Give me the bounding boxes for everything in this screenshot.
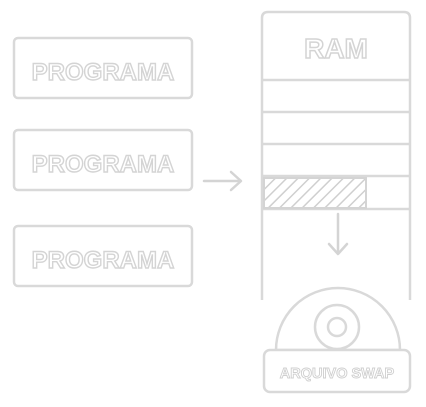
arrow-to-swap [327,212,349,256]
program-label-2: PROGRAMA [32,151,175,178]
program-box-2: PROGRAMA [12,128,194,192]
arrow-to-ram [202,170,243,192]
program-label-3: PROGRAMA [32,247,175,274]
program-box-1: PROGRAMA [12,36,194,100]
swap-file-box: ARQUIVO SWAP [262,348,412,394]
program-label-1: PROGRAMA [32,59,175,86]
program-box-3: PROGRAMA [12,224,194,288]
swapped-memory-segment [263,177,367,209]
ram-block [260,10,412,300]
swap-file-label: ARQUIVO SWAP [280,366,395,382]
disk-icon [274,286,402,352]
ram-title: RAM [304,33,368,64]
